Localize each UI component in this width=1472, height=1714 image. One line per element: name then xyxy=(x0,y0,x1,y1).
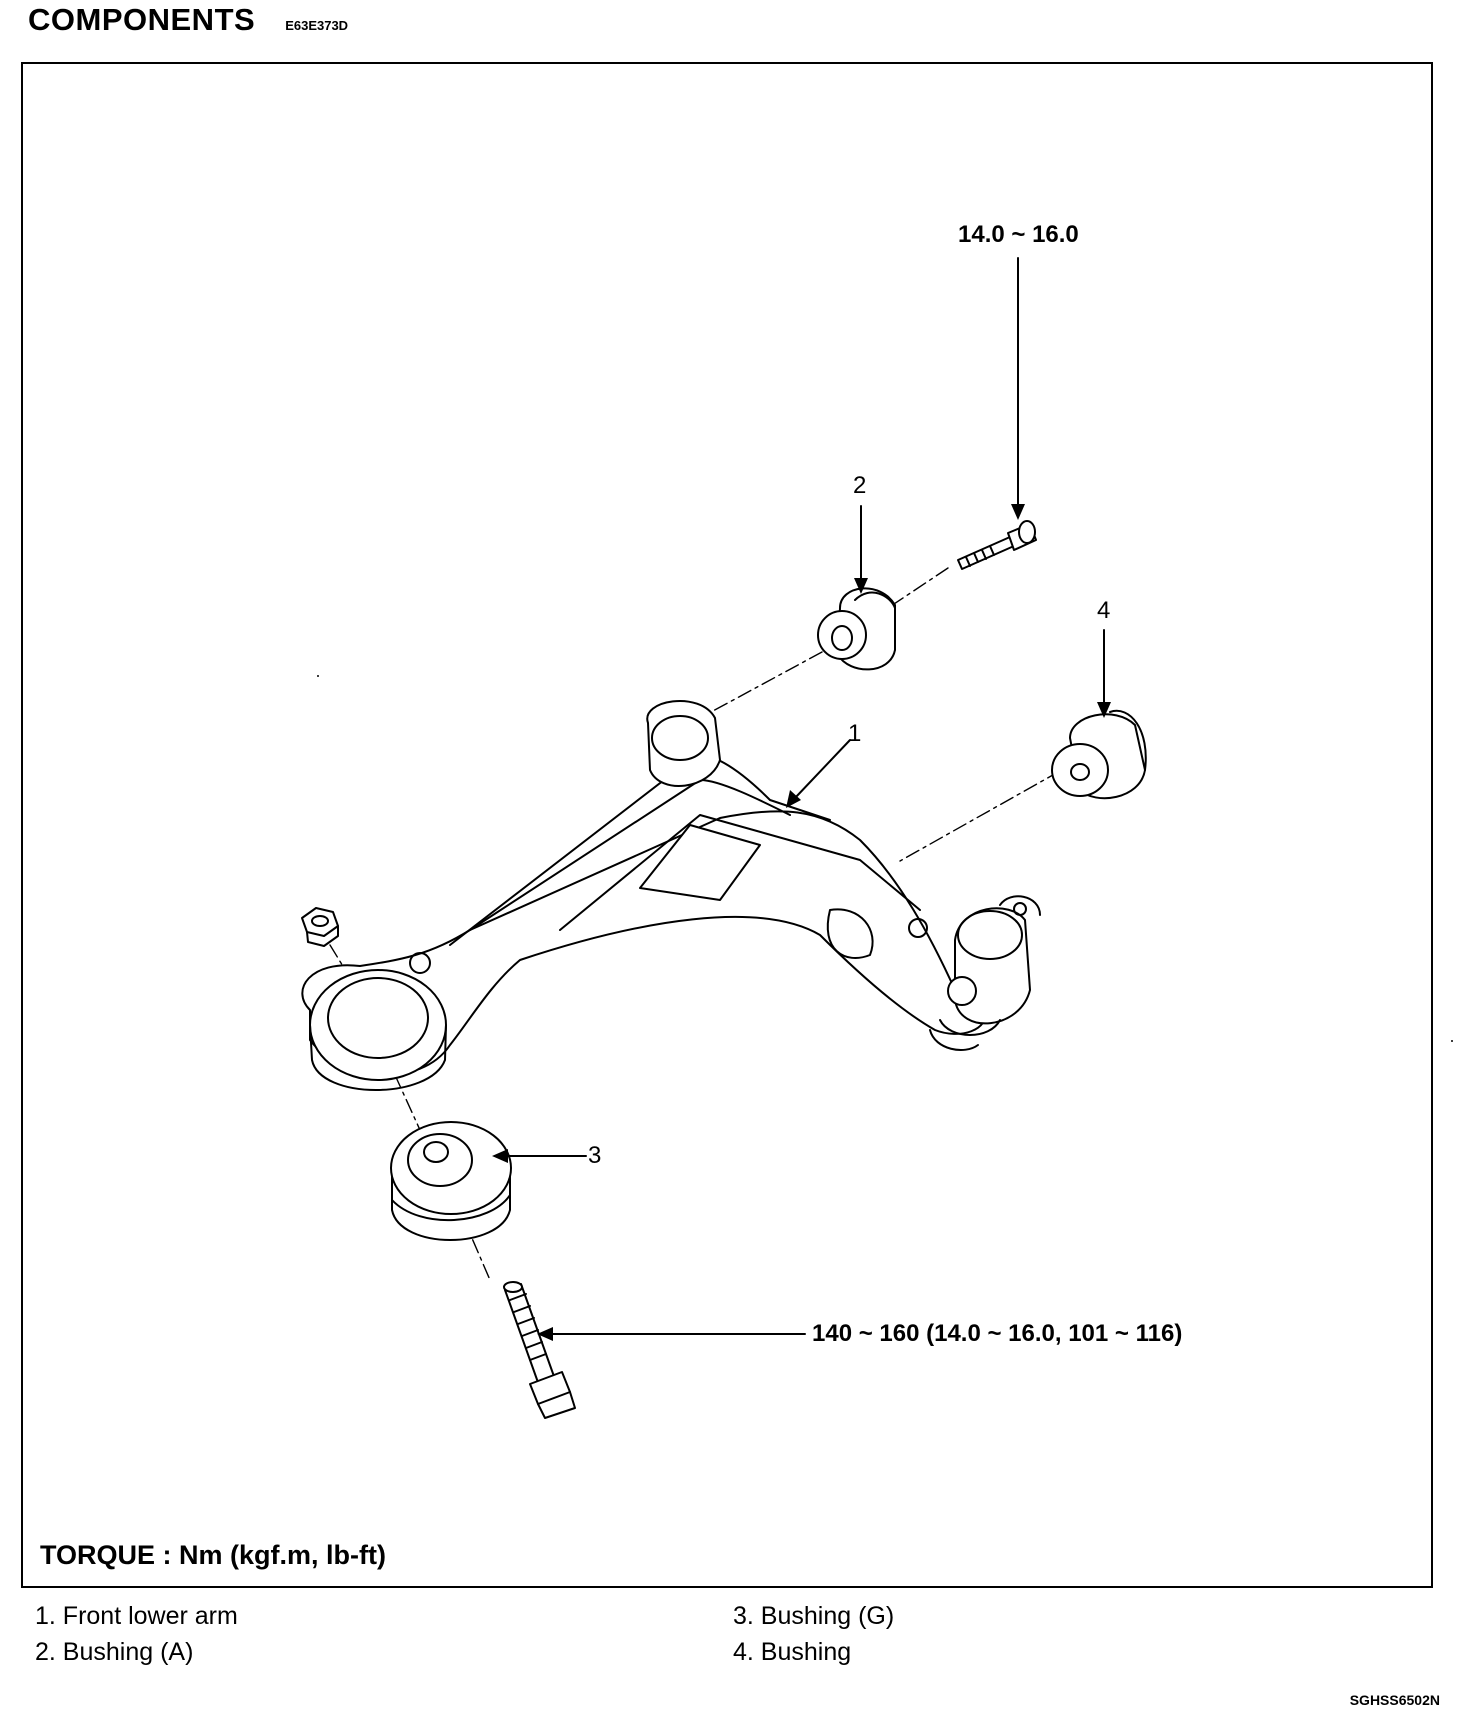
flange-nut xyxy=(301,907,339,947)
callout-4: 4 xyxy=(1097,597,1111,624)
legend-item-4: 4. Bushing xyxy=(733,1638,852,1666)
speck xyxy=(317,675,319,677)
bushing-a xyxy=(817,587,896,671)
legend-item-2: 2. Bushing (A) xyxy=(35,1638,194,1666)
arrow-heads xyxy=(492,504,1111,1341)
callout-3: 3 xyxy=(588,1142,602,1169)
legend-item-1: 1. Front lower arm xyxy=(35,1602,238,1630)
upper-bolt xyxy=(957,520,1037,570)
speck xyxy=(1451,1040,1453,1042)
bushing-g xyxy=(390,1121,512,1241)
callout-2: 2 xyxy=(853,472,867,499)
section-code: E63E373D xyxy=(285,18,349,33)
header: COMPONENTS E63E373D xyxy=(28,2,348,42)
lower-bolt xyxy=(503,1281,576,1419)
legend-item-3: 3. Bushing (G) xyxy=(733,1602,895,1630)
torque-units-note: TORQUE : Nm (kgf.m, lb-ft) xyxy=(40,1540,386,1570)
page-title: COMPONENTS xyxy=(28,2,256,37)
figure-code: SGHSS6502N xyxy=(1349,1692,1440,1708)
rear-bushing xyxy=(1051,709,1147,800)
diagram-frame xyxy=(21,62,1433,1588)
callout-1: 1 xyxy=(848,720,862,747)
torque-label-bottom: 140 ~ 160 (14.0 ~ 16.0, 101 ~ 116) xyxy=(812,1320,1183,1347)
callout-arrows xyxy=(499,257,1105,1335)
torque-label-top: 14.0 ~ 16.0 xyxy=(958,221,1079,248)
front-lower-arm xyxy=(301,700,1041,1091)
